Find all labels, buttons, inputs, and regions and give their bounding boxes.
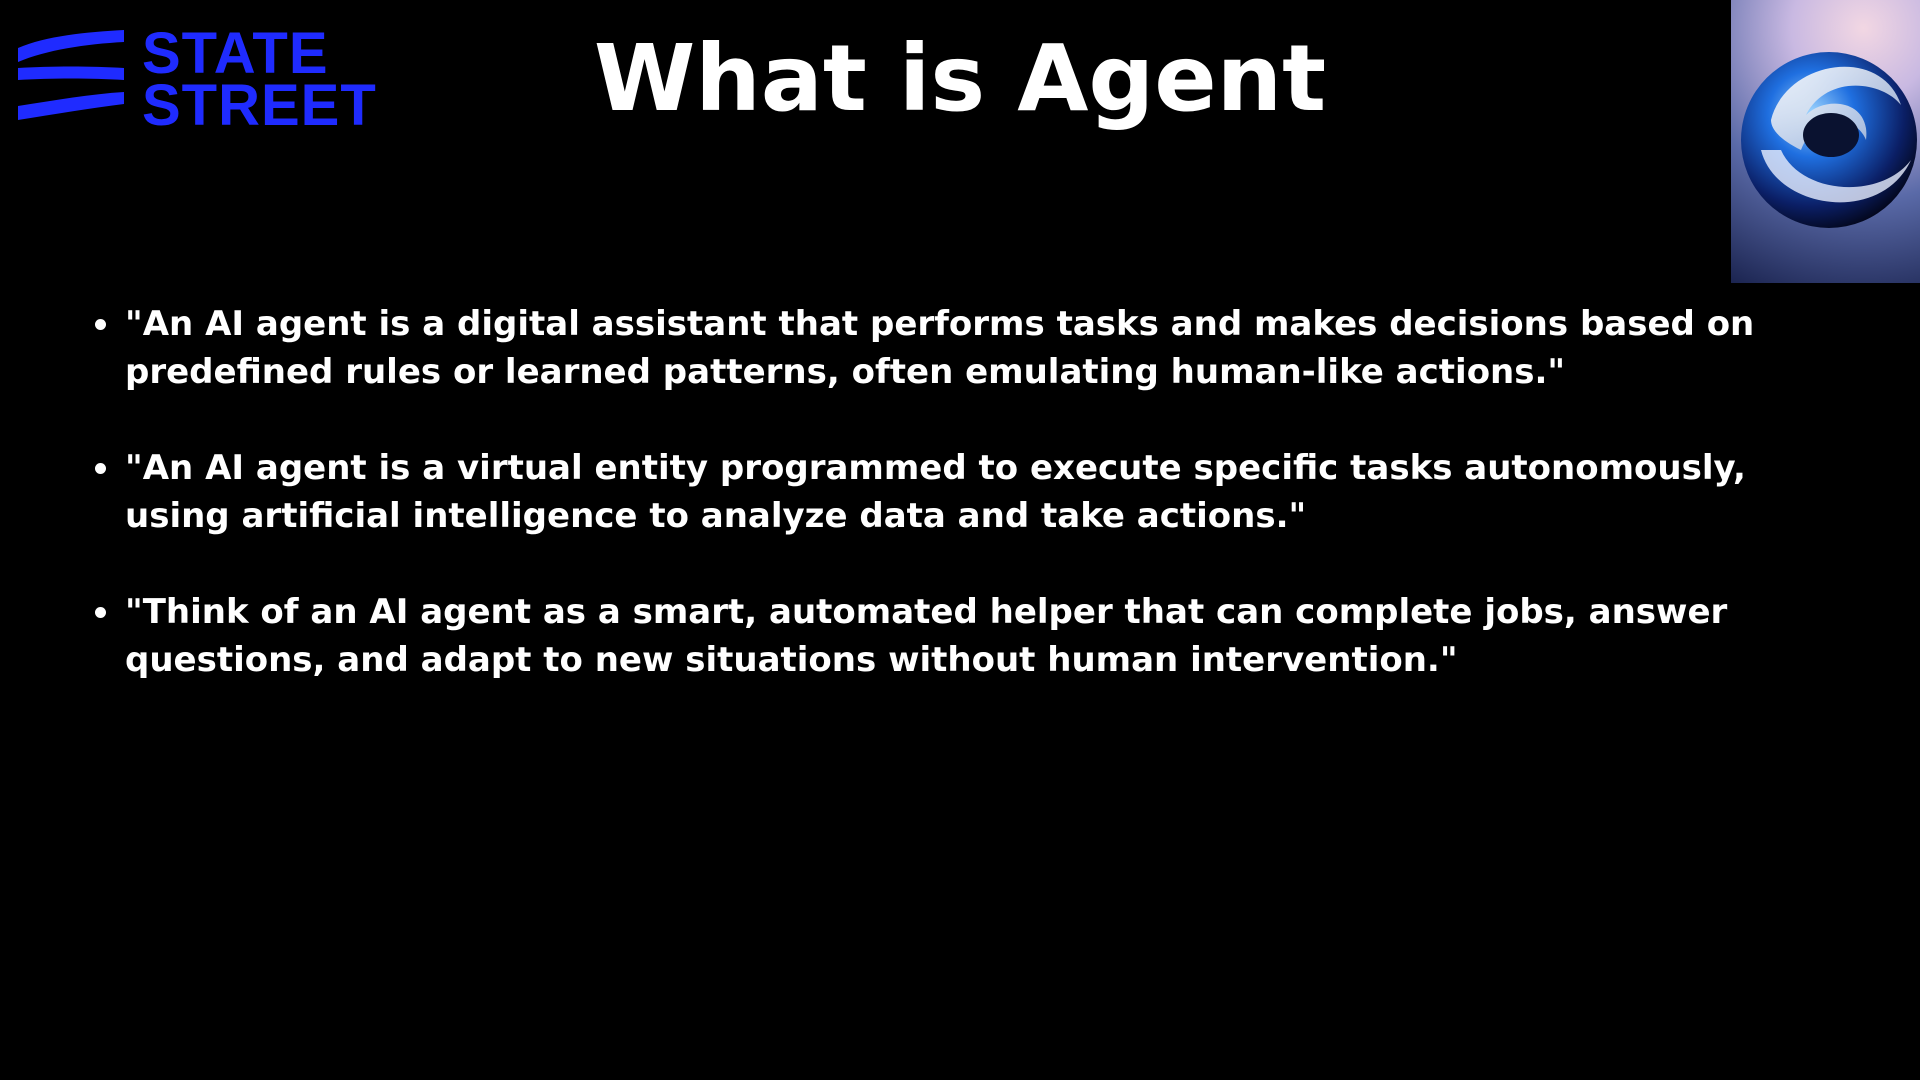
definition-list: "An AI agent is a digital assistant that…: [90, 300, 1850, 732]
slide-title: What is Agent: [593, 25, 1327, 132]
bullet-text: "An AI agent is a digital assistant that…: [125, 304, 1755, 392]
logo-wordmark: STATE STREET: [142, 21, 377, 138]
list-item: "Think of an AI agent as a smart, automa…: [90, 588, 1850, 684]
blue-sphere-icon: [1741, 52, 1917, 228]
logo-line-street: STREET: [142, 73, 377, 138]
state-street-logo: STATE STREET: [16, 21, 416, 138]
bullet-text: "An AI agent is a virtual entity program…: [125, 448, 1746, 536]
bullet-dot-icon: [95, 607, 106, 618]
abstract-sphere-image: [1731, 0, 1920, 283]
stripes-logo-icon: [18, 30, 124, 120]
bullet-dot-icon: [95, 463, 106, 474]
logo-line-state: STATE: [142, 21, 329, 86]
list-item: "An AI agent is a virtual entity program…: [90, 444, 1850, 540]
bullet-text: "Think of an AI agent as a smart, automa…: [125, 592, 1728, 680]
list-item: "An AI agent is a digital assistant that…: [90, 300, 1850, 396]
bullet-dot-icon: [95, 319, 106, 330]
